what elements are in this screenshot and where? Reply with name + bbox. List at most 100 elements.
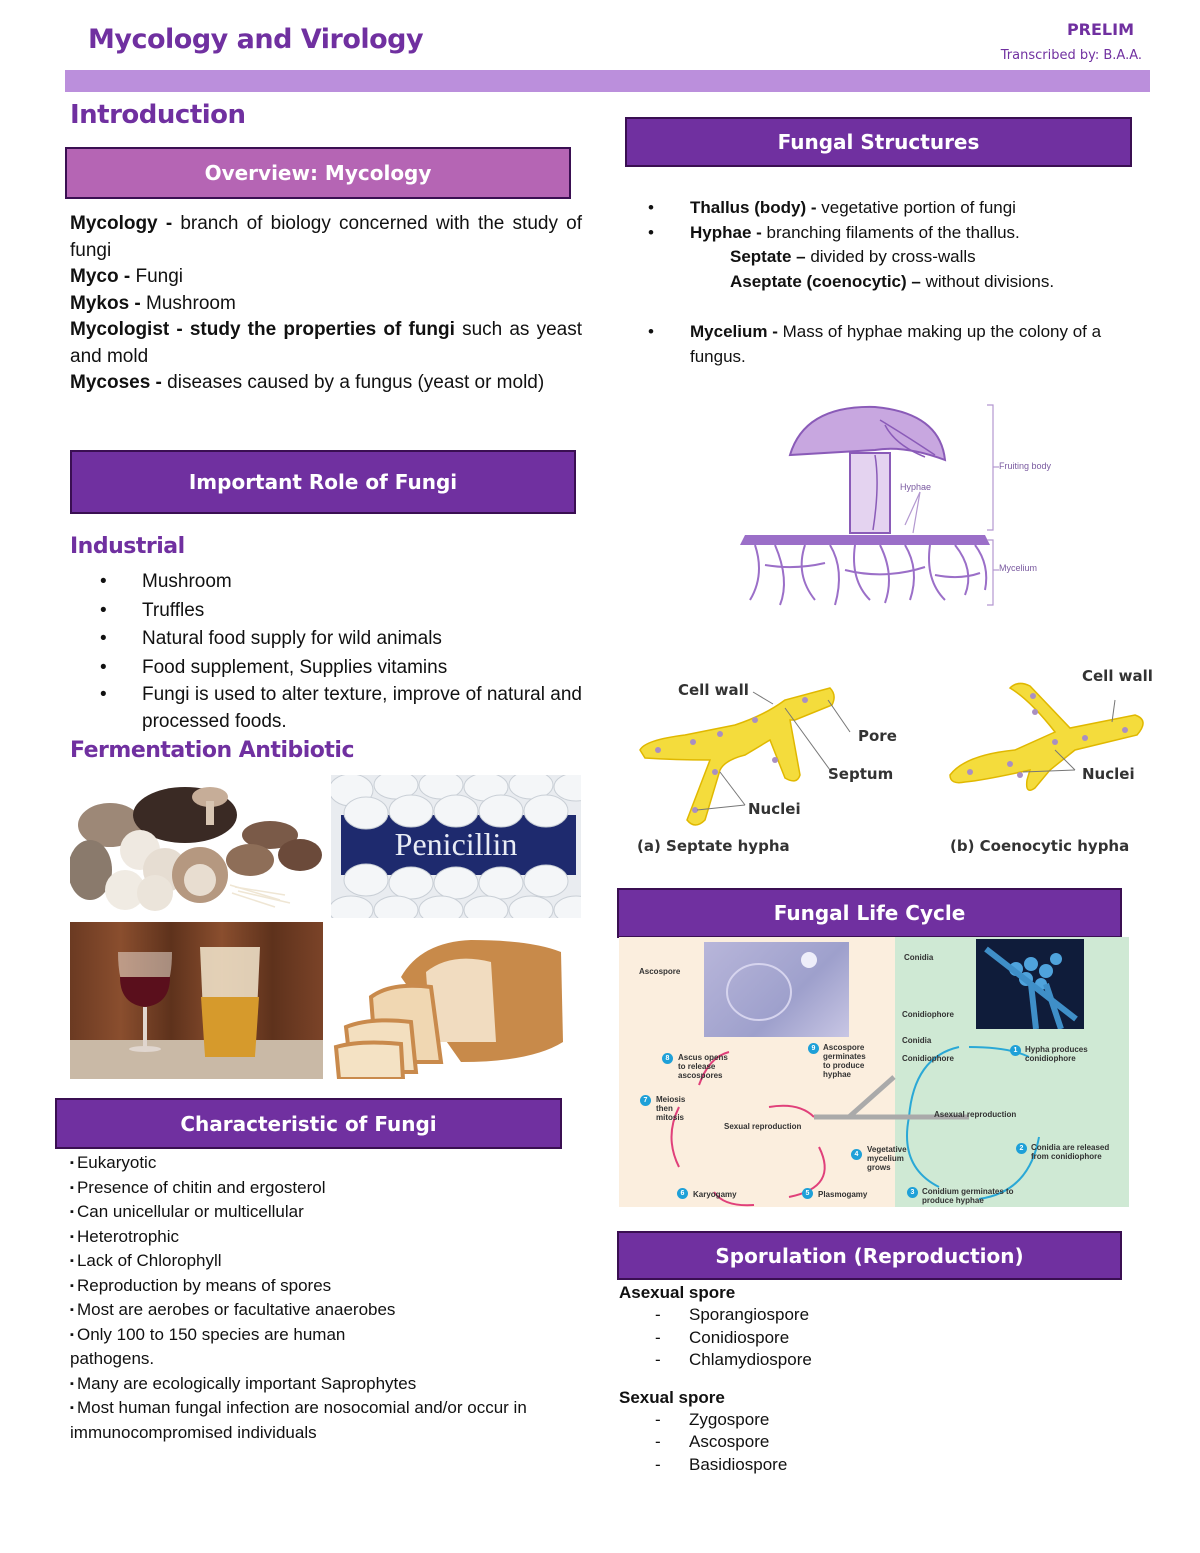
banner-fungal-structures: Fungal Structures bbox=[625, 117, 1132, 167]
penicillin-label: Penicillin bbox=[395, 826, 518, 862]
ascospore-photo bbox=[704, 942, 849, 1037]
hyphae-subtypes: Septate – divided by cross-walls Aseptat… bbox=[620, 245, 1140, 294]
step-5-text: Plasmogamy bbox=[818, 1190, 868, 1199]
step-1-text: Hypha produces conidiophore bbox=[1025, 1045, 1088, 1063]
list-item-mycelium: Mycelium - Mass of hyphae making up the … bbox=[620, 320, 1135, 369]
label-conidia: Conidia bbox=[902, 1036, 932, 1045]
header-divider-bar bbox=[65, 70, 1150, 92]
heading-fermentation-antibiotic: Fermentation Antibiotic bbox=[70, 738, 355, 763]
list-item: Most human fungal infection are nosocomi… bbox=[70, 1396, 590, 1445]
label-asexual-reproduction: Asexual reproduction bbox=[934, 1110, 1017, 1119]
list-item: Reproduction by means of spores bbox=[70, 1274, 590, 1299]
list-item: Chlamydiospore bbox=[619, 1349, 1139, 1372]
step-number-3: 3 bbox=[907, 1187, 918, 1198]
step-4-text: Vegetative mycelium grows bbox=[867, 1145, 907, 1172]
heading-sexual-spore: Sexual spore bbox=[619, 1387, 725, 1407]
banner-overview-mycology: Overview: Mycology bbox=[65, 147, 571, 199]
list-item: Lack of Chlorophyll bbox=[70, 1249, 590, 1274]
overview-definitions: Mycology - branch of biology concerned w… bbox=[70, 211, 582, 397]
sporulation-section: Asexual spore Sporangiospore Conidiospor… bbox=[619, 1282, 1139, 1476]
step-7-text: Meiosis then mitosis bbox=[656, 1095, 686, 1122]
list-item: Natural food supply for wild animals bbox=[70, 625, 582, 654]
banner-sporulation: Sporulation (Reproduction) bbox=[617, 1231, 1122, 1280]
step-number-7: 7 bbox=[640, 1095, 651, 1106]
step-6-text: Karyogamy bbox=[693, 1190, 737, 1199]
definition-mycoses: Mycoses - diseases caused by a fungus (y… bbox=[70, 372, 545, 393]
list-item-hyphae: Hyphae - branching filaments of the thal… bbox=[620, 221, 1140, 246]
label-cell-wall-coenocytic: Cell wall bbox=[1082, 667, 1153, 685]
definition-mykos: Mykos - Mushroom bbox=[70, 292, 236, 314]
bread-image bbox=[331, 922, 581, 1079]
list-item: Can unicellular or multicellular bbox=[70, 1200, 590, 1225]
step-2-text: Conidia are released from conidiophore bbox=[1031, 1143, 1110, 1161]
list-item: Truffles bbox=[70, 597, 582, 626]
step-number-4: 4 bbox=[851, 1149, 862, 1160]
label-nuclei-coenocytic: Nuclei bbox=[1082, 765, 1135, 783]
definition-myco: Myco - Fungi bbox=[70, 266, 183, 287]
transcriber-credit: Transcribed by: B.A.A. bbox=[1000, 48, 1142, 63]
list-item: Many are ecologically important Saprophy… bbox=[70, 1372, 590, 1397]
list-item: Only 100 to 150 species are human pathog… bbox=[70, 1323, 410, 1372]
list-item: Most are aerobes or facultative anaerobe… bbox=[70, 1298, 590, 1323]
list-item: Zygospore bbox=[619, 1409, 1139, 1432]
list-item: Ascospore bbox=[619, 1431, 1139, 1454]
label-sexual-reproduction: Sexual reproduction bbox=[724, 1122, 802, 1131]
step-8-text: Ascus opens to release ascospores bbox=[678, 1053, 728, 1080]
list-item: Mushroom bbox=[70, 568, 582, 597]
label-conidiophore-photo: Conidiophore bbox=[902, 1010, 954, 1019]
mushrooms-image bbox=[70, 775, 328, 917]
heading-industrial: Industrial bbox=[70, 534, 185, 559]
label-conidiophore: Conidiophore bbox=[902, 1054, 954, 1063]
label-pore: Pore bbox=[858, 727, 897, 745]
section-title-introduction: Introduction bbox=[70, 100, 246, 130]
caption-coenocytic-hypha: (b) Coenocytic hypha bbox=[950, 837, 1130, 855]
step-number-1: 1 bbox=[1010, 1045, 1021, 1056]
label-nuclei-septate: Nuclei bbox=[748, 800, 801, 818]
step-number-8: 8 bbox=[662, 1053, 673, 1064]
label-ascospore: Ascospore bbox=[639, 967, 681, 976]
document-title: Mycology and Virology bbox=[88, 24, 424, 55]
subtype-aseptate: Aseptate (coenocytic) – without division… bbox=[730, 271, 1055, 291]
banner-characteristics: Characteristic of Fungi bbox=[55, 1098, 562, 1149]
step-number-9: 9 bbox=[808, 1043, 819, 1054]
banner-fungal-life-cycle: Fungal Life Cycle bbox=[617, 888, 1122, 938]
step-number-5: 5 bbox=[802, 1188, 813, 1199]
penicillin-image: Penicillin bbox=[331, 775, 581, 918]
list-item: Conidiospore bbox=[619, 1327, 1139, 1350]
wine-beer-image bbox=[70, 922, 323, 1079]
list-item: Sporangiospore bbox=[619, 1304, 1139, 1327]
label-hyphae: Hyphae bbox=[900, 482, 932, 492]
label-fruiting-body: Fruiting body bbox=[999, 461, 1052, 471]
asexual-spore-list: Sporangiospore Conidiospore Chlamydiospo… bbox=[619, 1304, 1139, 1372]
subtype-septate: Septate – divided by cross-walls bbox=[730, 247, 976, 266]
list-item: Presence of chitin and ergosterol bbox=[70, 1176, 590, 1201]
mushroom-structure-diagram: Fruiting body Hyphae Mycelium bbox=[735, 395, 1055, 610]
heading-asexual-spore: Asexual spore bbox=[619, 1283, 736, 1302]
list-item: Heterotrophic bbox=[70, 1225, 590, 1250]
list-item-thallus: Thallus (body) - vegetative portion of f… bbox=[620, 196, 1140, 221]
label-conidia-photo: Conidia bbox=[904, 953, 934, 962]
definition-mycologist: Mycologist - study the properties of fun… bbox=[70, 319, 582, 367]
banner-important-role: Important Role of Fungi bbox=[70, 450, 576, 514]
list-item: Basidiospore bbox=[619, 1454, 1139, 1477]
hypha-types-diagram: Cell wall Pore Septum Nuclei Cell wall N… bbox=[625, 660, 1155, 865]
label-cell-wall-septate: Cell wall bbox=[678, 681, 749, 699]
label-mycelium: Mycelium bbox=[999, 563, 1038, 573]
characteristics-list: Eukaryotic Presence of chitin and ergost… bbox=[70, 1151, 590, 1445]
step-number-6: 6 bbox=[677, 1188, 688, 1199]
step-3-text: Conidium germinates to produce hyphae bbox=[922, 1187, 1014, 1205]
step-number-2: 2 bbox=[1016, 1143, 1027, 1154]
fungal-structures-list: Thallus (body) - vegetative portion of f… bbox=[620, 196, 1140, 369]
term-label: PRELIM bbox=[1066, 20, 1134, 39]
label-septum: Septum bbox=[828, 765, 894, 783]
fungal-life-cycle-diagram: Ascospore Conidia Conidiophore Conidia C… bbox=[619, 937, 1129, 1207]
step-9-text: Ascospore germinates to produce hyphae bbox=[823, 1043, 866, 1079]
list-item: Fungi is used to alter texture, improve … bbox=[70, 682, 582, 735]
industrial-list: Mushroom Truffles Natural food supply fo… bbox=[70, 568, 582, 735]
definition-mycology: Mycology - branch of biology concerned w… bbox=[70, 213, 582, 261]
sexual-spore-list: Zygospore Ascospore Basidiospore bbox=[619, 1409, 1139, 1477]
list-item: Food supplement, Supplies vitamins bbox=[70, 654, 582, 683]
conidia-photo bbox=[976, 939, 1084, 1029]
caption-septate-hypha: (a) Septate hypha bbox=[637, 837, 790, 855]
list-item: Eukaryotic bbox=[70, 1151, 590, 1176]
